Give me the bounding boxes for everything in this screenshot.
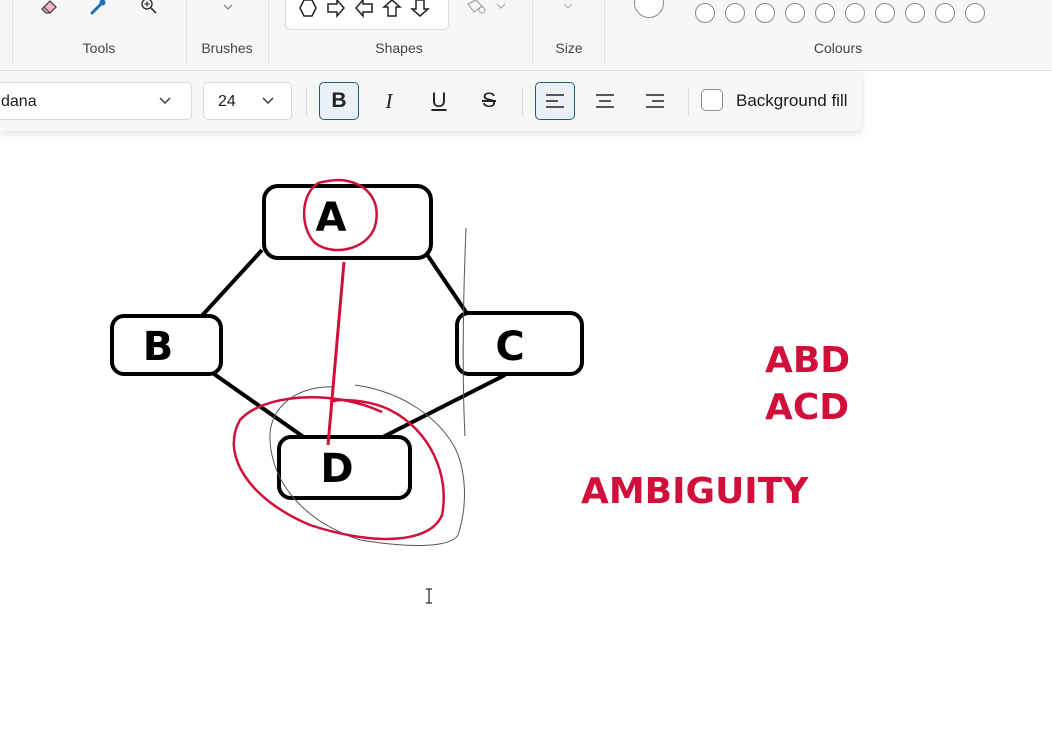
arrow-right-icon[interactable] [326,0,346,18]
italic-button[interactable]: I [369,82,409,120]
arrow-left-icon[interactable] [354,0,374,18]
toolbar-divider [306,88,307,116]
freehand-gray-loop [269,384,465,546]
bold-button[interactable]: B [319,82,359,120]
toolbar-divider [688,88,689,116]
colour-swatch-empty[interactable] [755,3,775,23]
align-center-button[interactable] [585,82,625,120]
edge-a-b [196,248,264,322]
align-center-icon [596,94,614,108]
font-size-value: 24 [218,93,236,110]
colours-group: Colours [608,0,1052,70]
path-label-abd: ABD [765,340,851,381]
align-left-icon [546,94,564,108]
red-path-line [326,261,346,446]
color-picker-icon[interactable] [87,0,109,18]
path-label-acd: ACD [765,387,850,428]
shapes-gallery[interactable] [285,0,449,30]
brushes-label: Brushes [201,40,253,56]
shapes-group: Shapes [270,0,528,70]
node-label-c: C [495,324,524,370]
strikethrough-label: S [481,89,496,112]
shapes-label: Shapes [375,40,423,56]
node-label-d: D [320,446,353,492]
font-size-dropdown[interactable]: 24 [203,82,292,120]
underline-button[interactable]: U [419,82,459,120]
magnifier-icon[interactable] [138,0,160,18]
node-box-c [455,311,584,376]
colour-swatch-empty[interactable] [695,3,715,23]
ribbon-divider [186,0,187,64]
colour-swatch-empty[interactable] [875,3,895,23]
colour-swatch-empty[interactable] [785,3,805,23]
node-box-b [110,314,223,376]
size-group[interactable]: Size [534,0,604,70]
colour-swatch-empty[interactable] [815,3,835,23]
text-toolbar: dana 24 B I U S Background fill [0,71,862,131]
size-label: Size [555,40,583,56]
font-family-value: dana [1,93,37,110]
tools-label: Tools [82,40,116,56]
ribbon-divider [268,0,269,64]
ribbon-divider [532,0,533,64]
edge-b-d [212,372,307,440]
colour-swatch-empty[interactable] [965,3,985,23]
chevron-down-icon [159,97,171,104]
colour-swatch-empty[interactable] [725,3,745,23]
chevron-down-icon[interactable] [223,0,233,16]
edge-a-c [424,251,470,317]
eraser-icon[interactable] [38,0,60,18]
hexagon-icon[interactable] [298,0,318,18]
red-circle-a [302,178,378,252]
node-label-b: B [143,324,174,370]
node-box-a [262,184,433,260]
text-cursor-icon [424,588,434,609]
colour-swatch-empty[interactable] [935,3,955,23]
colour-swatch-empty[interactable] [905,3,925,23]
brushes-group[interactable]: Brushes [188,0,266,70]
background-fill-checkbox[interactable] [701,89,723,111]
ribbon-divider [12,0,13,64]
align-left-button[interactable] [535,82,575,120]
ambiguity-label: AMBIGUITY [581,471,809,512]
align-right-button[interactable] [635,82,675,120]
colour-swatch-empty[interactable] [845,3,865,23]
arrow-down-icon[interactable] [410,0,430,18]
node-box-d [277,435,412,500]
tools-group: Tools [14,0,184,70]
strikethrough-button[interactable]: S [469,82,509,120]
chevron-down-icon [262,97,274,104]
bold-label: B [331,89,347,112]
align-right-icon [646,94,664,108]
ribbon: Tools Brushes Shapes Size Colours [0,0,1052,71]
arrow-up-icon[interactable] [382,0,402,18]
fill-icon[interactable] [466,0,506,23]
ribbon-divider [604,0,605,64]
italic-label: I [385,88,393,113]
edge-c-d [380,373,506,440]
toolbar-divider [522,88,523,116]
red-circle-d [232,396,445,541]
node-label-a: A [316,195,347,241]
colours-label: Colours [813,40,863,56]
font-family-dropdown[interactable]: dana [0,82,192,120]
background-fill-label[interactable]: Background fill [736,91,848,110]
freehand-vertical-stroke [462,227,467,437]
chevron-down-icon[interactable] [563,0,573,15]
underline-label: U [431,89,447,112]
